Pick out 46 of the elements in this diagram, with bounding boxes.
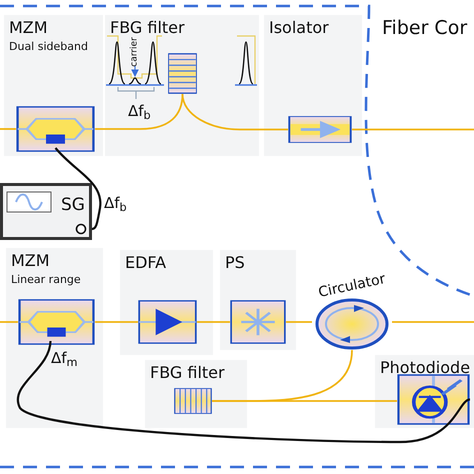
annotation: carrier <box>130 37 140 67</box>
edge-label: Δf$_{b}$ <box>103 193 128 214</box>
component-panel <box>264 15 362 156</box>
bragg-grating-symbol <box>174 388 212 414</box>
bragg-grating-symbol <box>168 53 197 94</box>
region-title: Fiber Cor <box>382 16 468 41</box>
signal-generator-box <box>0 183 92 240</box>
panel-title: EDFA <box>125 253 166 273</box>
phase-shifter-symbol <box>230 300 286 344</box>
panel-title: Photodiode <box>380 358 470 378</box>
component-panel <box>220 250 296 350</box>
isolator-symbol <box>288 116 352 143</box>
component-panel <box>105 15 259 156</box>
optical-fiber <box>286 321 312 323</box>
optical-fiber <box>0 321 18 323</box>
component-panel <box>375 355 474 428</box>
optical-fiber <box>352 128 474 130</box>
component-panel <box>4 15 103 156</box>
electrical-cable <box>54 147 102 230</box>
optical-fiber <box>182 94 288 130</box>
panel-title: Isolator <box>269 18 329 38</box>
panel-title: FBG filter <box>150 363 225 383</box>
device-label: SG <box>61 194 85 217</box>
optical-fiber <box>95 94 184 130</box>
electrical-cable <box>16 340 471 444</box>
component-panel <box>120 250 213 355</box>
amplifier-symbol <box>138 300 197 344</box>
panel-title: MZM <box>9 18 48 38</box>
panel-title: PS <box>225 253 245 273</box>
optical-fiber <box>197 321 230 323</box>
optical-fiber <box>212 400 397 402</box>
modulator-symbol <box>18 299 95 345</box>
panel-title: FBG filter <box>110 18 185 37</box>
optical-fiber <box>95 321 138 323</box>
device-label: Circulator <box>316 270 388 303</box>
panel-subtitle: Linear range <box>11 273 81 287</box>
edge-label: Δf$_{m}$ <box>50 348 79 370</box>
panel-subtitle: Dual sideband <box>9 40 88 54</box>
annotation: Δf$_{b}$ <box>128 101 151 122</box>
component-panel <box>6 248 103 428</box>
modulator-symbol <box>16 106 95 152</box>
panel-title: MZM <box>11 251 50 271</box>
optical-fiber <box>0 128 16 130</box>
photodiode-symbol <box>397 374 470 425</box>
component-panel <box>145 360 247 428</box>
optical-fiber <box>392 321 474 323</box>
